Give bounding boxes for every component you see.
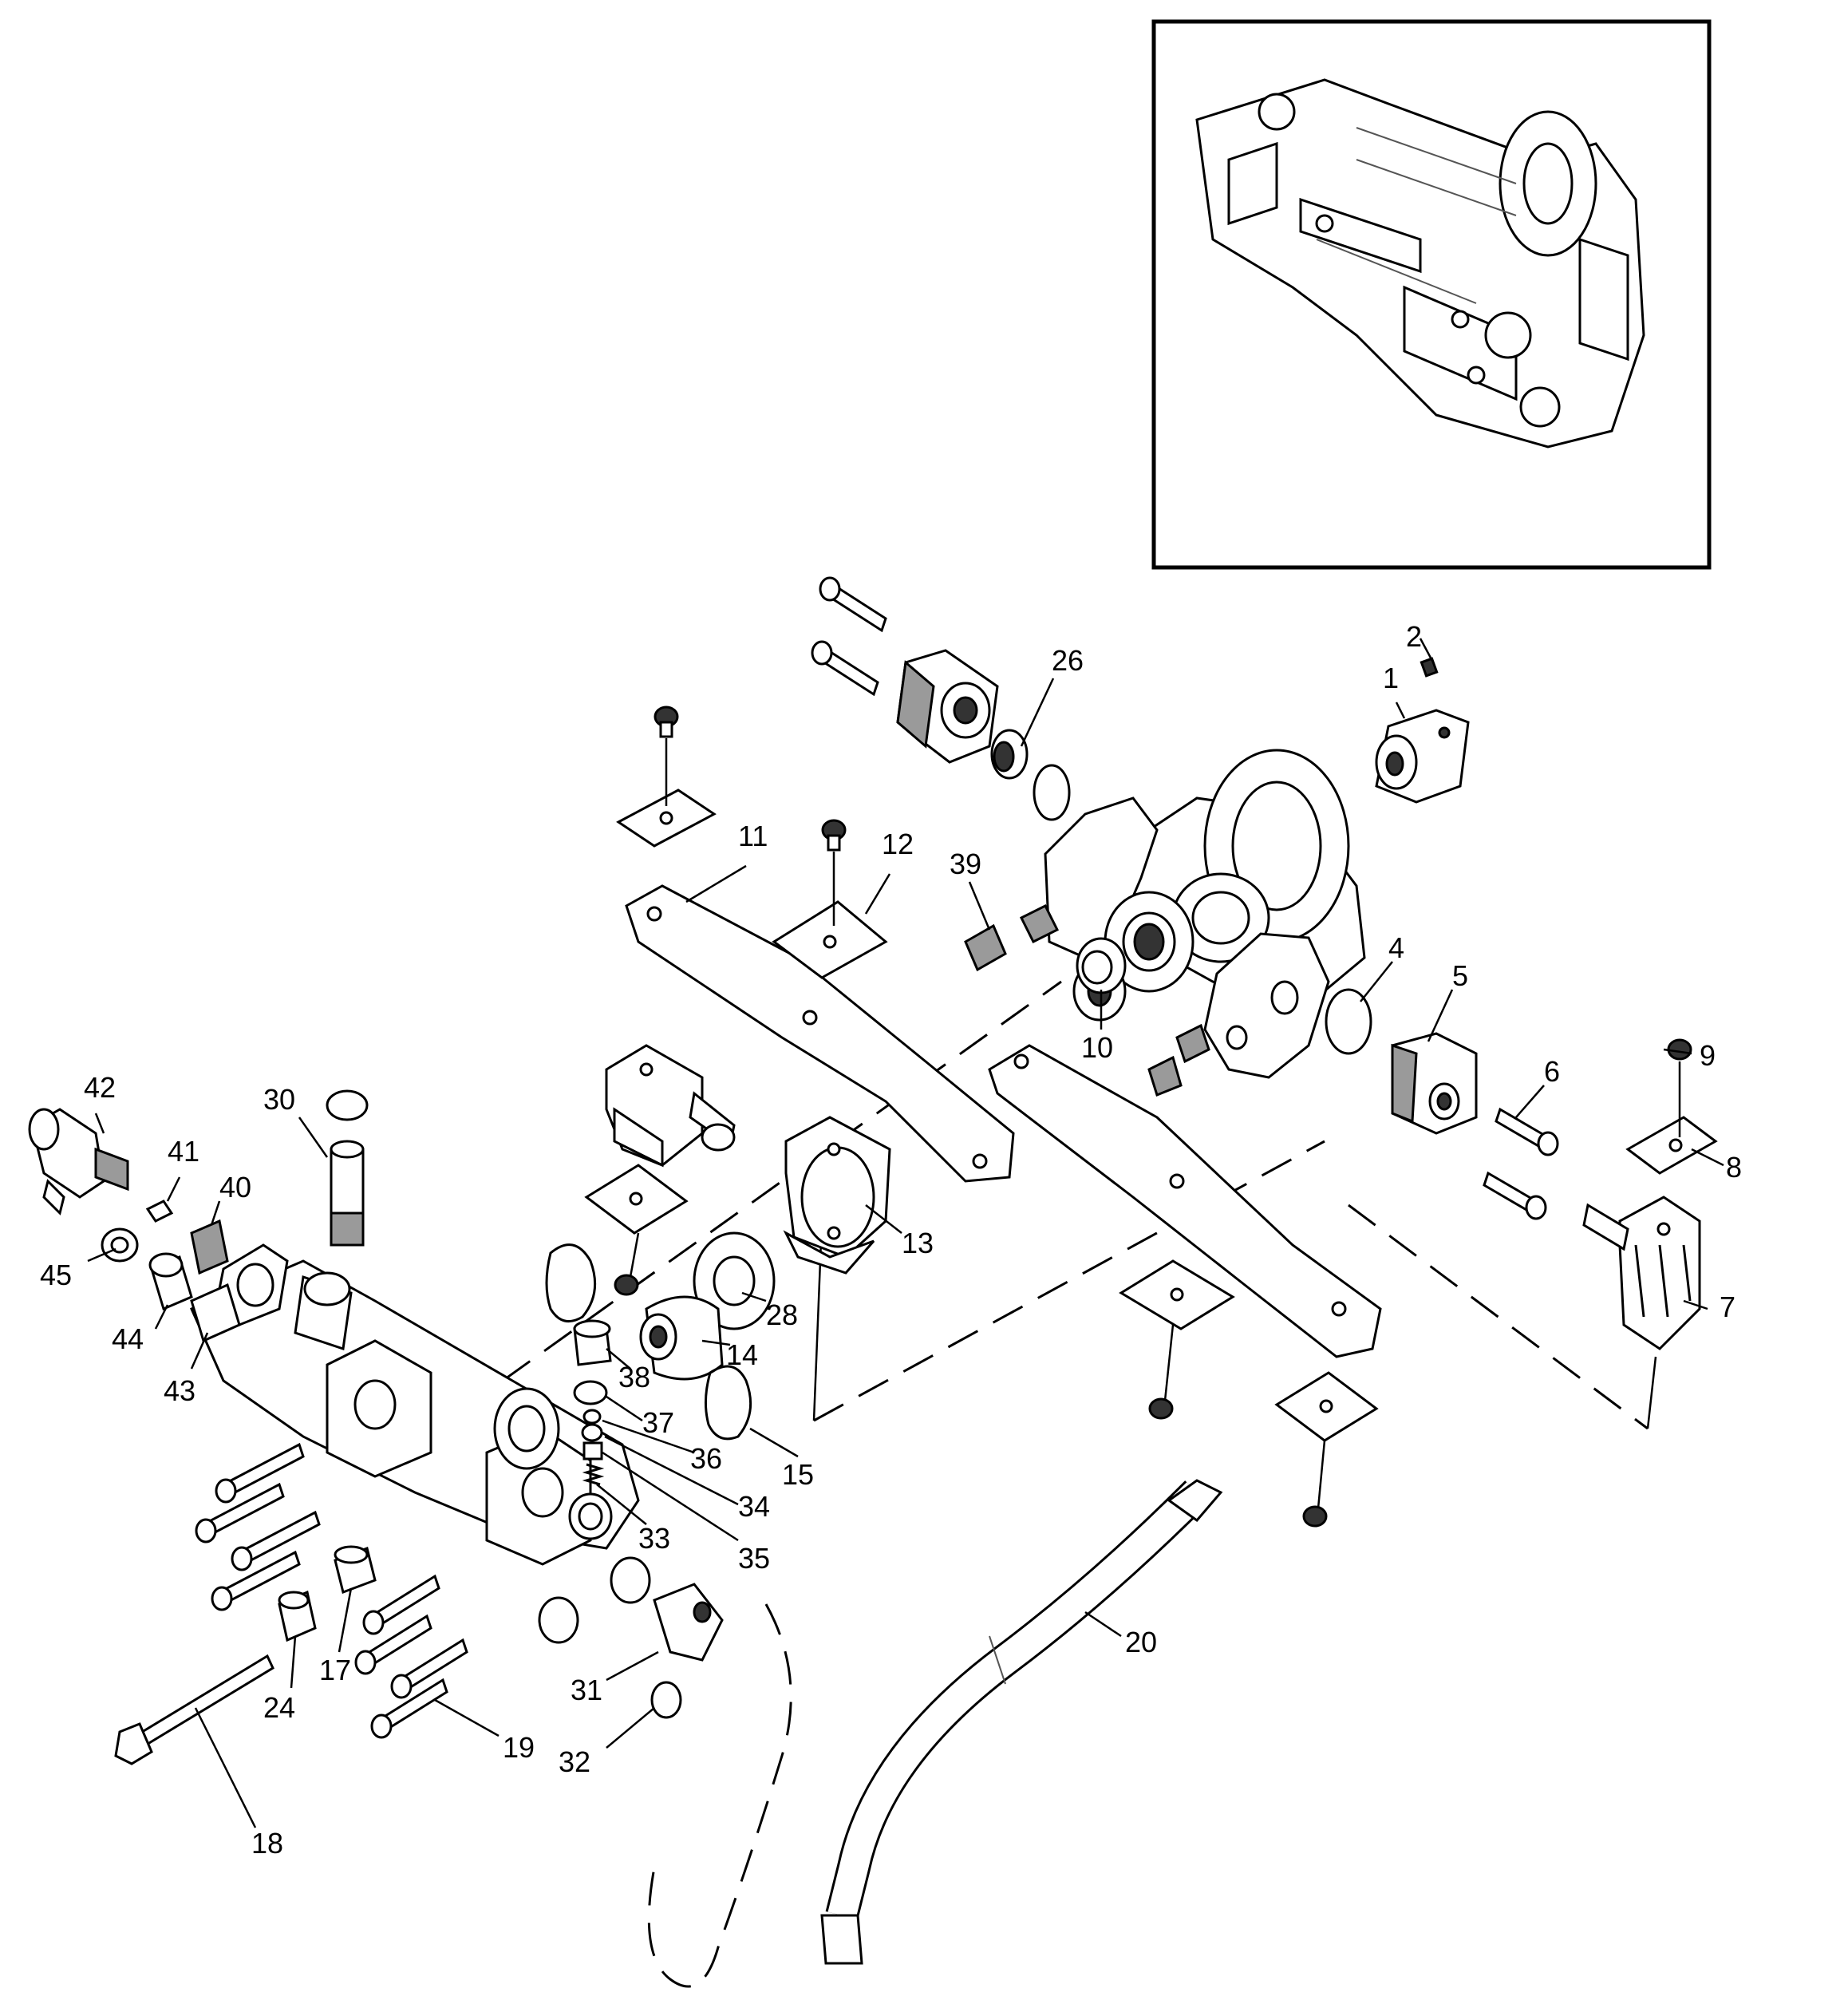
foot-mount-left (605, 1044, 736, 1168)
bolts-6 (1483, 1107, 1559, 1220)
o-ring-4 (1325, 988, 1372, 1055)
callout-13: 13 (902, 1227, 934, 1259)
plate-under-left (584, 1164, 689, 1296)
callout-4: 4 (1388, 931, 1404, 964)
callout-43: 43 (164, 1374, 195, 1407)
callout-11: 11 (738, 820, 768, 852)
callout-8: 8 (1726, 1151, 1742, 1184)
callout-37: 37 (642, 1406, 674, 1439)
callout-30: 30 (263, 1083, 295, 1116)
foot-mount-7 (1582, 1196, 1701, 1350)
callout-12: 12 (882, 828, 914, 860)
callout-45: 45 (40, 1259, 72, 1291)
assembled-pump-illustration (1195, 78, 1645, 526)
top-screws (654, 706, 847, 926)
callout-17: 17 (319, 1654, 351, 1686)
cam-14 (639, 1295, 724, 1381)
valve-40 (190, 1219, 229, 1275)
callout-41: 41 (168, 1135, 199, 1168)
callout-1: 1 (1383, 662, 1399, 694)
cam-housing (1375, 709, 1470, 804)
gaskets-15 (545, 1243, 752, 1441)
callout-31: 31 (571, 1674, 602, 1706)
callout-26: 26 (1052, 644, 1084, 677)
plate-8 (1625, 1116, 1718, 1175)
plates-12 (616, 789, 888, 979)
hose-20 (820, 1479, 1223, 1965)
seal-26 (990, 729, 1071, 821)
callout-labels: 1 2 4 5 6 7 8 9 10 11 12 13 14 15 17 18 … (40, 620, 1742, 1860)
bearing-10 (1076, 937, 1127, 994)
callout-35: 35 (738, 1542, 770, 1575)
callout-9: 9 (1700, 1039, 1716, 1072)
callout-5: 5 (1452, 959, 1468, 992)
callout-28: 28 (766, 1298, 798, 1331)
plates-lower-right (1119, 1259, 1379, 1528)
check-valve-39 (964, 903, 1210, 1097)
assembly-axis-lines (502, 980, 1657, 1988)
fitting-44 (148, 1252, 193, 1311)
fitting-43 (190, 1283, 241, 1343)
bolts-19 (195, 1442, 468, 1739)
callout-36: 36 (690, 1442, 722, 1475)
head-plate-lower (1203, 932, 1330, 1079)
callout-32: 32 (559, 1745, 590, 1778)
callout-42: 42 (84, 1071, 116, 1104)
pump-manifold (190, 1243, 651, 1644)
callout-39: 39 (950, 848, 981, 880)
screw-2 (1420, 657, 1439, 678)
callout-15: 15 (782, 1458, 814, 1491)
cap-32 (650, 1681, 682, 1719)
callout-19: 19 (503, 1731, 535, 1764)
flange-block (896, 649, 999, 764)
callout-24: 24 (263, 1691, 295, 1724)
callout-40: 40 (219, 1171, 251, 1204)
callout-18: 18 (251, 1827, 283, 1860)
callout-33: 33 (638, 1522, 670, 1555)
foot-mount-13 (783, 1116, 891, 1275)
fitting-31 (653, 1583, 724, 1662)
callout-2: 2 (1406, 620, 1422, 653)
top-bolts (811, 576, 887, 697)
callout-6: 6 (1544, 1055, 1560, 1088)
callout-14: 14 (726, 1338, 758, 1371)
callout-7: 7 (1720, 1291, 1735, 1323)
unloader-valve-30 (326, 1089, 369, 1247)
injector-42 (28, 1108, 129, 1215)
inset-panel (1151, 19, 1712, 570)
washer-45 (101, 1227, 139, 1263)
bracket-11 (625, 884, 1015, 1183)
clip-41 (145, 1200, 174, 1223)
valve-stack-33-38 (573, 1319, 612, 1486)
callout-38: 38 (618, 1361, 650, 1393)
mount-block-5 (1391, 1032, 1478, 1135)
callout-34: 34 (738, 1490, 770, 1523)
spacer-24 (278, 1590, 317, 1642)
callout-44: 44 (112, 1322, 144, 1355)
leader-lines (87, 638, 1724, 1828)
screw-9 (1667, 1038, 1692, 1137)
long-bolt-18 (114, 1654, 274, 1765)
callout-10: 10 (1081, 1031, 1113, 1064)
callout-20: 20 (1125, 1626, 1157, 1658)
sleeve-17 (334, 1545, 377, 1594)
bracket-right (988, 1044, 1382, 1358)
